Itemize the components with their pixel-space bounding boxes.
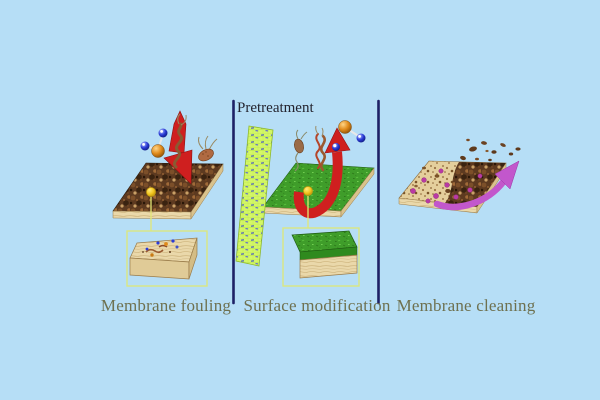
fouled-membrane-icon (112, 162, 224, 220)
panel-label-membrane-cleaning: Membrane cleaning (396, 296, 536, 315)
flagellated-bacterium-icon (198, 135, 218, 162)
panel-membrane-fouling-illustration (112, 110, 224, 287)
pretreatment-label: Pretreatment (237, 100, 314, 116)
zoom-marker-icon (303, 186, 313, 228)
panel-membrane-cleaning-illustration (398, 138, 521, 214)
panel-label-surface-modification: Surface modification (243, 296, 391, 315)
zoom-marker-icon (146, 187, 156, 231)
membrane-cross-section-inset (126, 230, 208, 287)
bacterium-spiral-icon (315, 125, 326, 172)
panel-surface-modification-illustration (235, 120, 375, 287)
foulant-molecule-icon (140, 128, 168, 158)
coated-membrane-inset (282, 227, 360, 287)
spiral-bacterium-icon (173, 113, 187, 169)
panel-label-membrane-fouling: Membrane fouling (100, 296, 232, 315)
rejection-arrow-icon (293, 127, 351, 219)
cleaning-arrow-icon (433, 160, 520, 211)
bacterium-oval-icon (294, 129, 308, 172)
pretreatment-mesh-icon (235, 125, 274, 267)
debris-particles-icon (460, 138, 521, 162)
cleaning-agent-dots (410, 168, 483, 204)
foulant-molecule-icon (338, 120, 366, 143)
